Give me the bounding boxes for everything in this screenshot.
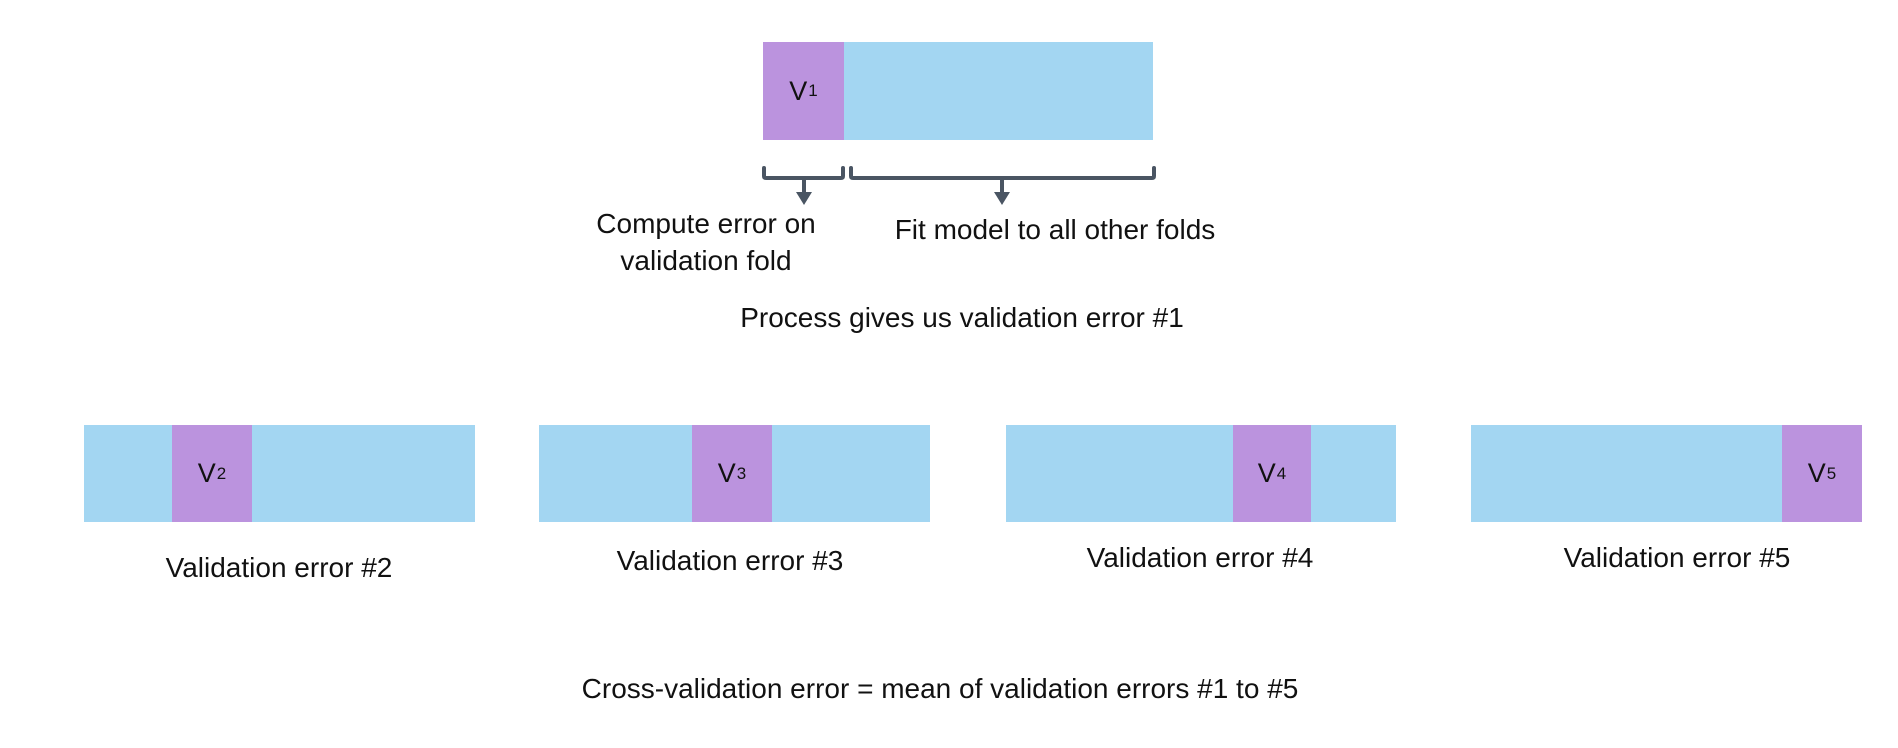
validation-error-2-caption: Validation error #2 bbox=[165, 552, 393, 583]
fold-letter: V bbox=[1807, 458, 1826, 488]
fold-index: 4 bbox=[1276, 463, 1287, 483]
fold-letter: V bbox=[717, 458, 736, 488]
validation-caption: Compute error on validation fold bbox=[596, 208, 816, 276]
fold-letter: V bbox=[197, 458, 216, 488]
fold-index: 5 bbox=[1826, 463, 1837, 483]
validation-error-3-caption: Validation error #3 bbox=[616, 545, 844, 576]
cross-validation-summary: Cross-validation error = mean of validat… bbox=[581, 673, 1299, 704]
training-caption: Fit model to all other folds bbox=[894, 214, 1216, 245]
validation-arrow-head bbox=[796, 192, 812, 205]
fold-index: 3 bbox=[736, 463, 747, 483]
fold-index: 1 bbox=[808, 81, 818, 100]
validation-error-1-caption: Process gives us validation error #1 bbox=[740, 302, 1184, 333]
validation-error-5-caption: Validation error #5 bbox=[1563, 542, 1791, 573]
fold-letter: V bbox=[1257, 458, 1276, 488]
bracket-arrows bbox=[762, 166, 1156, 205]
fold-letter: V bbox=[789, 75, 808, 106]
training-arrow-head bbox=[994, 192, 1010, 205]
validation-error-4-caption: Validation error #4 bbox=[1086, 542, 1314, 573]
fold-index: 2 bbox=[216, 463, 227, 483]
